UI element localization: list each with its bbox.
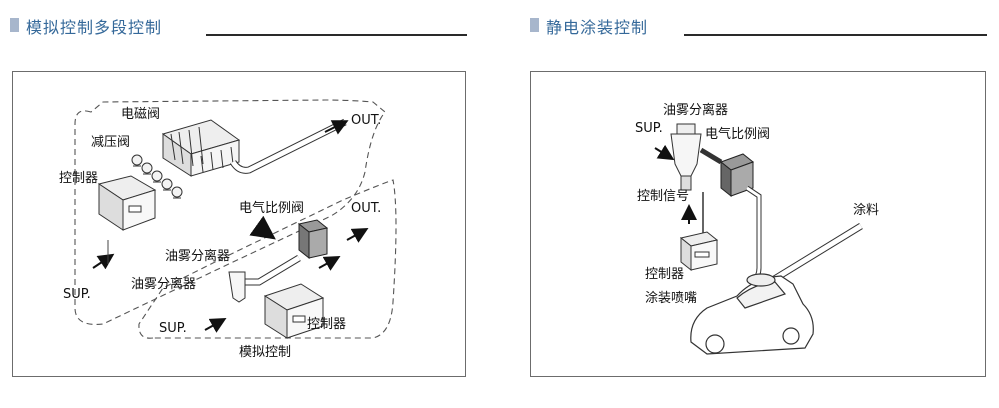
label-proportional-valve: 电气比例阀 bbox=[705, 126, 770, 142]
car-icon bbox=[690, 273, 814, 355]
analog-control-diagram-panel: 电磁阀 减压阀 控制器 OUT. 电气比例阀 OUT. 油雾分离器 油雾分离器 … bbox=[12, 71, 466, 377]
label-oil-mist: 油雾分离器 bbox=[663, 102, 728, 118]
pressure-reducer-icon bbox=[131, 154, 183, 199]
label-proportional-valve: 电气比例阀 bbox=[239, 200, 304, 216]
header-bar-icon bbox=[530, 18, 539, 32]
label-sup-left: SUP. bbox=[63, 287, 91, 302]
header-rule bbox=[206, 34, 467, 36]
label-controller: 控制器 bbox=[645, 267, 684, 282]
controller-box-bottom-icon bbox=[263, 283, 325, 339]
solenoid-manifold-icon bbox=[161, 119, 241, 177]
out-top-arrow-icon bbox=[324, 120, 349, 135]
controller-box-top-icon bbox=[97, 175, 157, 231]
electrostatic-coating-diagram: 油雾分离器 SUP. 电气比例阀 控制信号 涂料 控制器 涂装喷嘴 bbox=[635, 102, 879, 355]
proportional-valve-icon bbox=[297, 219, 329, 260]
valve-to-nozzle-pipe bbox=[745, 185, 762, 284]
left-section-header: 模拟控制多段控制 bbox=[10, 12, 468, 40]
proportional-valve-icon bbox=[719, 153, 755, 198]
label-oil-mist-lower: 油雾分离器 bbox=[131, 276, 196, 292]
analog-control-diagram: 电磁阀 减压阀 控制器 OUT. 电气比例阀 OUT. 油雾分离器 油雾分离器 … bbox=[59, 99, 397, 360]
oil-mist-separator-icon bbox=[670, 123, 702, 191]
sup-bottom-arrow-icon bbox=[204, 318, 227, 333]
lower-dashed-enclosure bbox=[138, 179, 397, 339]
label-paint: 涂料 bbox=[853, 202, 879, 218]
label-out-top: OUT. bbox=[351, 113, 381, 128]
sup-arrow-icon bbox=[654, 144, 675, 161]
label-solenoid-valve: 电磁阀 bbox=[121, 107, 160, 122]
label-pressure-reducing-valve: 减压阀 bbox=[91, 135, 130, 150]
right-section-header: 静电涂装控制 bbox=[530, 12, 988, 40]
electrostatic-coating-diagram-panel: 油雾分离器 SUP. 电气比例阀 控制信号 涂料 控制器 涂装喷嘴 bbox=[530, 71, 986, 377]
caption-analog-control: 模拟控制 bbox=[239, 345, 291, 360]
supply-pipe bbox=[699, 147, 723, 165]
controller-box-icon bbox=[679, 231, 719, 272]
label-oil-mist-upper: 油雾分离器 bbox=[165, 248, 230, 264]
valve-input-arrow-icon bbox=[249, 215, 276, 240]
mid-flow-arrow-icon bbox=[318, 256, 341, 271]
header-rule bbox=[684, 34, 987, 36]
label-control-signal: 控制信号 bbox=[637, 189, 689, 204]
header-bar-icon bbox=[10, 18, 19, 32]
label-spray-nozzle: 涂装喷嘴 bbox=[645, 290, 697, 306]
label-out-bottom: OUT. bbox=[351, 201, 381, 216]
oil-mist-separator-icon bbox=[228, 271, 246, 303]
label-sup: SUP. bbox=[635, 121, 663, 136]
label-sup-bottom: SUP. bbox=[159, 321, 187, 336]
label-controller-bottom: 控制器 bbox=[307, 317, 346, 332]
left-section-title: 模拟控制多段控制 bbox=[26, 18, 163, 37]
label-controller-top: 控制器 bbox=[59, 171, 98, 186]
right-section-title: 静电涂装控制 bbox=[546, 18, 649, 37]
upper-dashed-enclosure bbox=[74, 99, 386, 325]
out-bottom-arrow-icon bbox=[346, 228, 369, 243]
